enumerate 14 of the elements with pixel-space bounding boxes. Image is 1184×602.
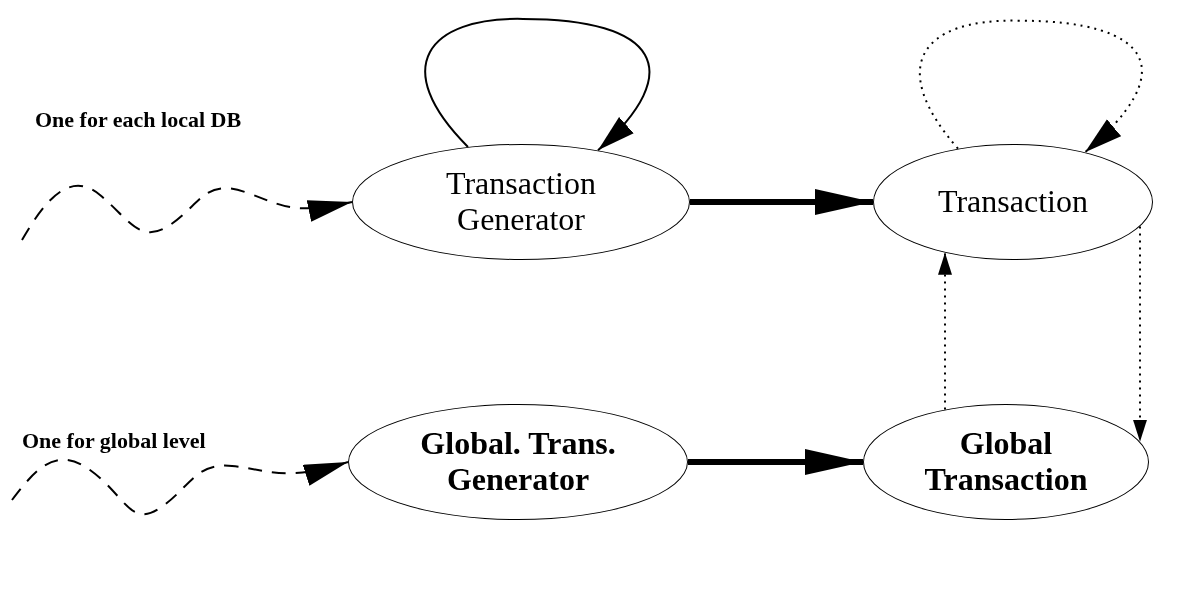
node-label: Global. Trans. Generator	[419, 426, 617, 498]
node-label: Transaction	[938, 184, 1088, 220]
annotation-text: One for global level	[22, 428, 206, 454]
arrow	[424, 17, 651, 152]
arrow	[938, 251, 952, 411]
arrow	[688, 449, 863, 475]
arrow	[919, 19, 1143, 154]
arrow	[1133, 225, 1147, 443]
node-label: Global Transaction	[923, 426, 1089, 498]
arrow	[21, 184, 353, 241]
node-label: Transaction Generator	[445, 166, 597, 238]
annotation-text: One for each local DB	[35, 107, 242, 133]
arrow	[11, 458, 349, 515]
arrow	[690, 189, 873, 215]
